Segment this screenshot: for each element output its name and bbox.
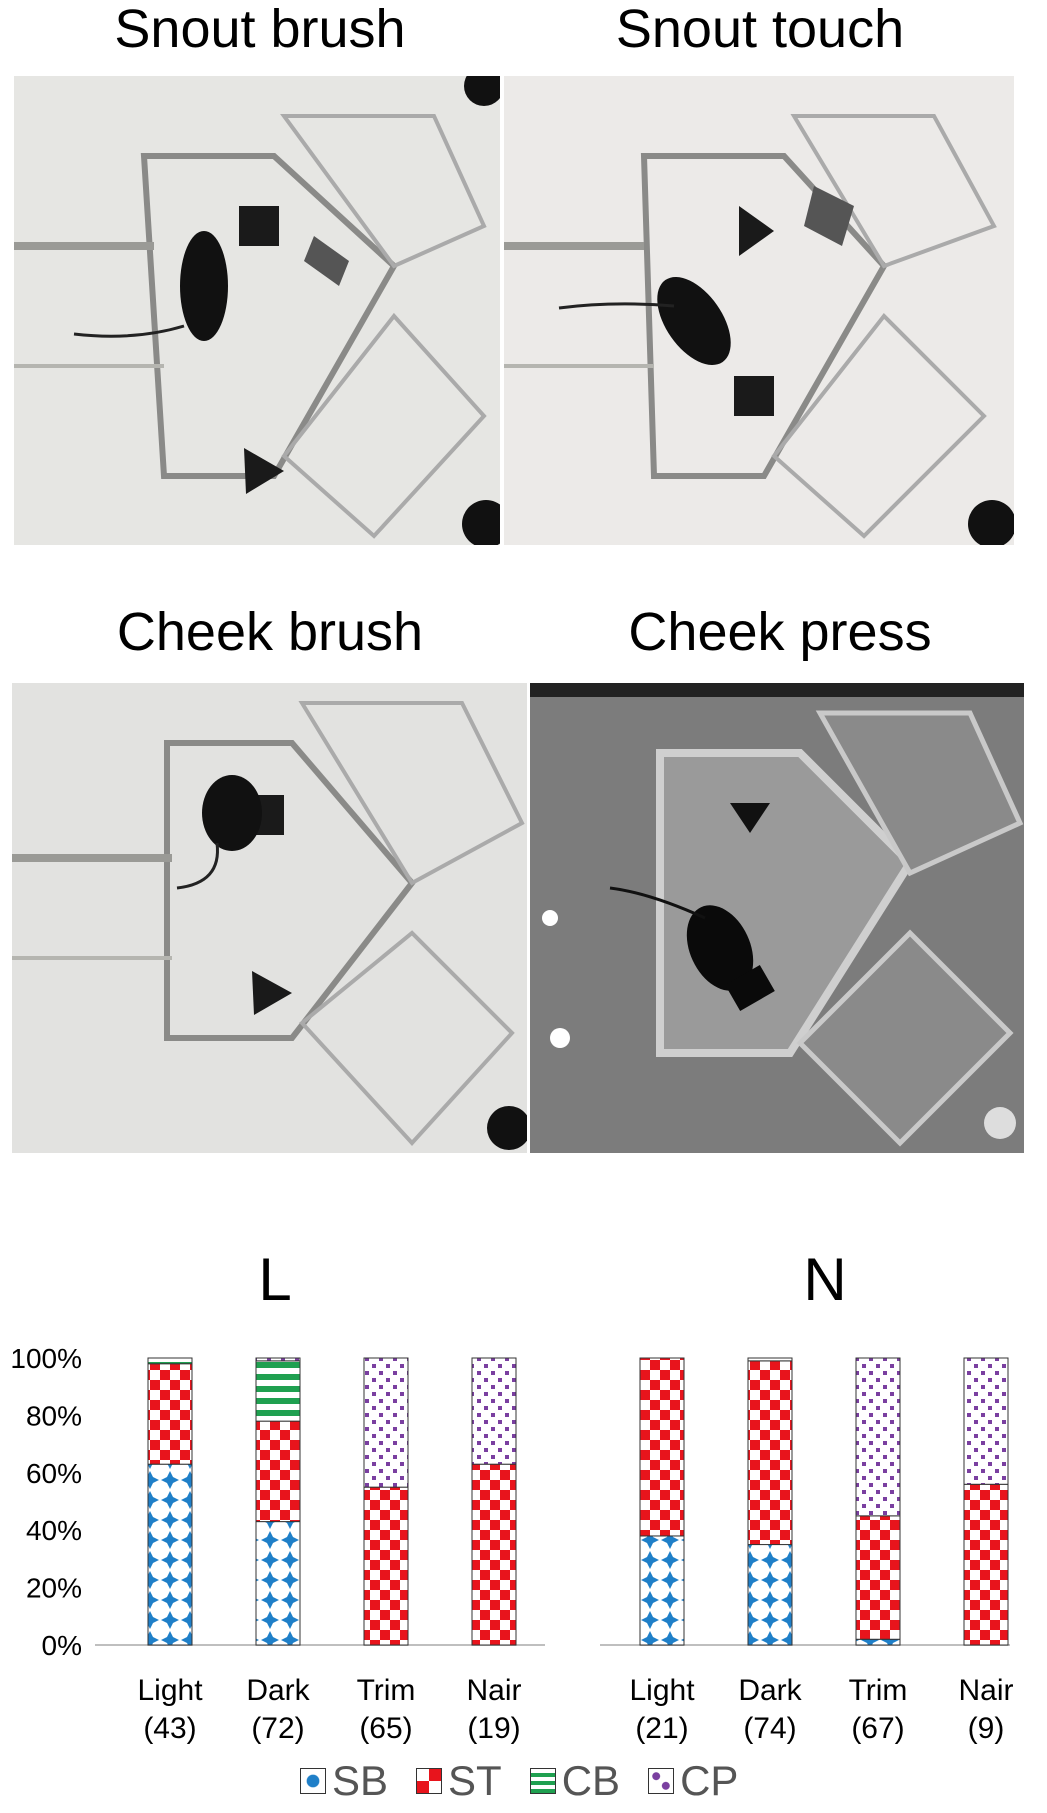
- photo-title-cheek-brush: Cheek brush: [116, 602, 424, 662]
- photo-title-snout-brush: Snout brush: [114, 0, 406, 59]
- chart-title: L: [258, 1246, 291, 1313]
- photo-snout-brush: [14, 76, 500, 545]
- bar-segment-st: [639, 1357, 685, 1537]
- bar-segment-st: [363, 1486, 409, 1646]
- x-count-label: (67): [851, 1712, 904, 1745]
- legend-swatch-cp: [648, 1768, 675, 1794]
- x-count-label: (65): [359, 1712, 412, 1745]
- bar-segment-cp: [855, 1357, 901, 1517]
- bar-segment-cp: [471, 1357, 517, 1465]
- bar-segment-cp: [363, 1357, 409, 1488]
- photo-snout-touch: [504, 76, 1014, 545]
- legend-swatch-cb: [529, 1768, 556, 1794]
- x-category-label: Dark: [738, 1674, 802, 1707]
- bar-segment-sb: [255, 1521, 301, 1646]
- y-tick-label: 20%: [26, 1573, 82, 1604]
- bar-segment-cb: [255, 1360, 301, 1422]
- x-category-label: Nair: [958, 1674, 1013, 1707]
- x-category-label: Light: [629, 1674, 695, 1707]
- bar-segment-cp: [963, 1357, 1009, 1485]
- legend-label-st: ST: [448, 1757, 502, 1804]
- x-count-label: (21): [635, 1712, 688, 1745]
- bar-segment-st: [747, 1360, 793, 1546]
- y-tick-label: 0%: [42, 1630, 82, 1661]
- x-category-label: Trim: [849, 1674, 908, 1707]
- bar-segment-cb: [147, 1357, 193, 1365]
- x-category-label: Light: [137, 1674, 203, 1707]
- legend-label-sb: SB: [332, 1757, 389, 1804]
- legend-label-cp: CP: [680, 1757, 739, 1804]
- x-category-label: Dark: [246, 1674, 310, 1707]
- bar-segment-sb: [855, 1638, 901, 1646]
- y-tick-label: 60%: [26, 1458, 82, 1489]
- bar-segment-cb: [747, 1357, 793, 1362]
- photo-cheek-press: [530, 683, 1024, 1153]
- x-count-label: (9): [968, 1712, 1005, 1745]
- legend-label-cb: CB: [561, 1757, 621, 1804]
- y-tick-label: 80%: [26, 1400, 82, 1431]
- x-count-label: (72): [251, 1712, 304, 1745]
- bar-segment-sb: [747, 1544, 793, 1646]
- x-count-label: (74): [743, 1712, 796, 1745]
- bar-segment-st: [963, 1483, 1009, 1646]
- chart-left: L 0% 20% 40% 60% 80% 100% Light (43) Dark (72) Trim…: [10, 1246, 545, 1745]
- x-count-label: (43): [143, 1712, 196, 1745]
- x-category-label: Nair: [466, 1674, 521, 1707]
- bar-segment-st: [855, 1515, 901, 1640]
- legend-swatch-st: [416, 1768, 443, 1794]
- chart-right: N Light (21) Dark (74) Trim (67) Nair (9): [600, 1246, 1014, 1745]
- photo-title-cheek-press: Cheek press: [628, 602, 932, 662]
- legend-item-st: ST: [416, 1757, 502, 1805]
- bar-segment-sb: [639, 1535, 685, 1646]
- y-tick-label: 100%: [10, 1343, 82, 1374]
- y-tick-label: 40%: [26, 1515, 82, 1546]
- bar-segment-st: [471, 1463, 517, 1646]
- legend-swatch-sb: [300, 1768, 326, 1794]
- photo-cheek-brush: [12, 683, 527, 1153]
- photo-title-snout-touch: Snout touch: [615, 0, 905, 59]
- legend-item-sb: SB: [300, 1757, 388, 1805]
- stacked-bar-charts: L 0% 20% 40% 60% 80% 100% Light (43) Dark (72) Trim…: [10, 1246, 1014, 1745]
- chart-legend: SB ST CB CP: [300, 1757, 738, 1805]
- x-count-label: (19): [467, 1712, 520, 1745]
- bar-segment-sb: [147, 1463, 193, 1646]
- x-category-label: Trim: [357, 1674, 416, 1707]
- legend-item-cb: CB: [529, 1757, 621, 1805]
- bar-segment-st: [255, 1420, 301, 1523]
- bar-segment-cp: [255, 1357, 301, 1362]
- bar-segment-st: [147, 1363, 193, 1465]
- legend-item-cp: CP: [648, 1757, 738, 1805]
- chart-title: N: [803, 1246, 846, 1313]
